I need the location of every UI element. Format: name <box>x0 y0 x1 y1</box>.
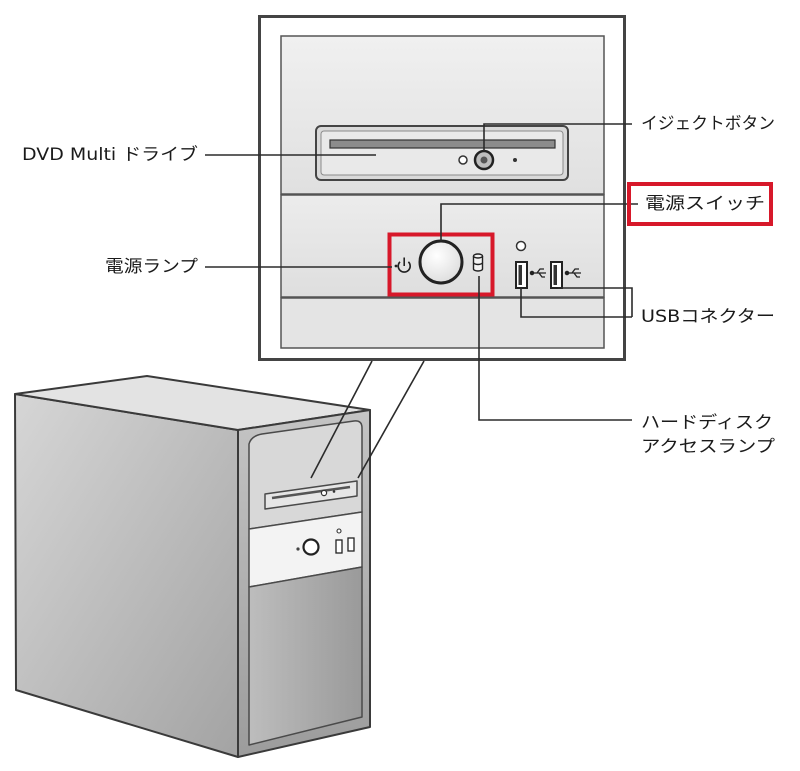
usb-icon-trident <box>533 268 546 278</box>
label-power-lamp: 電源ランプ <box>105 257 198 277</box>
tower-eject-button <box>320 489 328 497</box>
usb-port-2 <box>550 261 563 289</box>
tower-usb-port-2 <box>347 537 355 552</box>
dvd-tray-slot <box>329 139 556 149</box>
zoom-line-left <box>310 360 373 479</box>
label-usb-connector: USBコネクター <box>641 307 775 327</box>
tower-dvd-slot <box>271 485 351 500</box>
label-hdd-access-lamp-line1: ハードディスク <box>641 412 773 433</box>
dvd-drive-face <box>320 130 564 176</box>
usb-port-2-tongue <box>553 265 557 285</box>
usb-icon <box>529 268 546 278</box>
tower-power-lamp <box>296 547 300 551</box>
tower-upper-bezel <box>248 420 363 530</box>
label-power-switch: 電源スイッチ <box>645 194 765 214</box>
hdd-icon-body <box>472 256 484 272</box>
label-hdd-access-lamp-line2: アクセスランプ <box>641 437 775 457</box>
zoom-line-right <box>357 360 425 479</box>
usb-indicator-ring <box>515 240 527 252</box>
label-eject-button: イジェクトボタン <box>641 114 775 134</box>
hdd-icon-platter <box>472 262 484 266</box>
pc-tower <box>14 375 371 758</box>
power-icon <box>397 261 411 273</box>
dvd-emergency-hole <box>513 158 517 162</box>
tower-dvd-drive <box>264 480 358 510</box>
dvd-drive <box>315 125 569 181</box>
dvd-indicator-ring <box>458 155 468 165</box>
tower-lower-panel <box>248 566 363 746</box>
power-switch-label-highlight <box>627 182 773 226</box>
tower-dvd-dot <box>332 490 336 493</box>
callout-line-power-switch <box>440 203 638 241</box>
callout-line-eject-button <box>483 123 632 151</box>
lower-section <box>280 297 605 349</box>
hdd-icon <box>472 253 484 272</box>
power-button <box>418 239 464 285</box>
callout-line-hdd-lamp <box>478 276 632 421</box>
usb-icon-trident <box>568 268 581 278</box>
power-lamp-icon <box>394 257 411 273</box>
power-lamp-led <box>394 264 398 268</box>
eject-button-center <box>480 156 488 164</box>
hdd-icon-top <box>472 253 484 259</box>
usb-port-1 <box>515 261 528 289</box>
callout-line-usb-connector <box>520 287 633 318</box>
tower-power-button <box>302 538 320 556</box>
usb-port-1-tongue <box>518 265 522 285</box>
tower-usb-indicator <box>336 528 342 534</box>
label-dvd-drive: DVD Multi ドライブ <box>22 144 198 165</box>
tower-usb-port-1 <box>335 539 343 554</box>
usb-icon <box>564 268 581 278</box>
zoomed-front-panel <box>258 15 626 361</box>
tower-side-face <box>14 393 239 758</box>
